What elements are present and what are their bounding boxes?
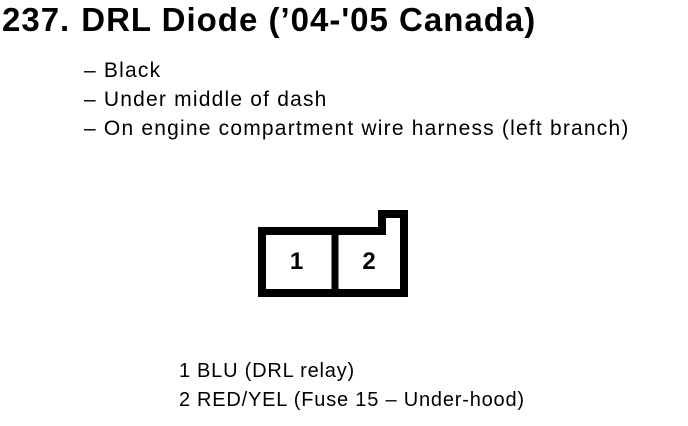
note-line-harness: – On engine compartment wire harness (le…	[84, 117, 630, 140]
section-number: 237.	[2, 1, 71, 38]
connector-outline-icon	[258, 210, 408, 297]
pin-legend: 1 BLU (DRL relay) 2 RED/YEL (Fuse 15 – U…	[179, 357, 525, 415]
legend-row: 2 RED/YEL (Fuse 15 – Under-hood)	[179, 386, 525, 415]
note-line-color: – Black	[84, 59, 162, 82]
page-title: DRL Diode (’04-'05 Canada)	[81, 1, 537, 38]
legend-row: 1 BLU (DRL relay)	[179, 357, 525, 386]
pin-wire-label: RED/YEL (Fuse 15 – Under-hood)	[197, 389, 525, 411]
pin-wire-label: BLU (DRL relay)	[197, 360, 355, 382]
cavity-2-label: 2	[362, 248, 376, 275]
pin-number: 2	[179, 389, 191, 411]
section-heading: 237. DRL Diode (’04-'05 Canada)	[2, 2, 536, 38]
connector-diagram	[258, 210, 408, 297]
pin-number: 1	[179, 360, 191, 382]
note-line-location: – Under middle of dash	[84, 88, 328, 111]
component-notes: – Black – Under middle of dash – On engi…	[84, 56, 630, 143]
cavity-1-label: 1	[289, 248, 304, 275]
